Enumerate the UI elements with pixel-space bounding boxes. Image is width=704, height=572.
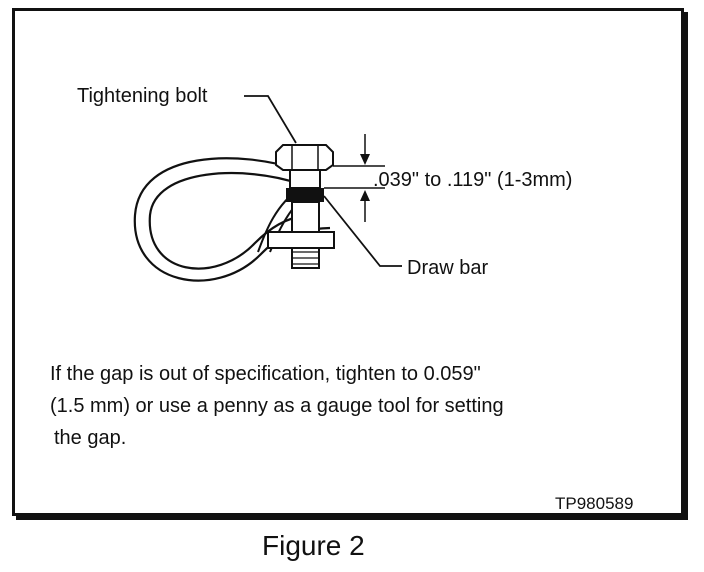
gap-spec-label: .039" to .119" (1-3mm) [373,169,573,191]
spec-note: If the gap is out of specification, tigh… [50,358,650,454]
figure-frame [12,8,684,516]
draw-bar-label: Draw bar [407,257,489,279]
draw-bar-block [286,188,324,202]
note-line-1: If the gap is out of specification, tigh… [50,363,481,385]
frame-shadow-right [684,12,688,518]
bolt-head [275,144,334,171]
bolt-leader [244,95,297,144]
figure-code: TP980589 [555,494,634,513]
tightening-bolt-label: Tightening bolt [77,85,208,107]
draw-bar-leader [323,195,402,267]
note-line-3: the gap. [54,427,127,449]
bolt-neck [289,169,321,189]
figure-caption: Figure 2 [262,530,365,561]
draw-bar-plate [267,231,335,249]
dim-top-arrowhead [360,154,370,165]
dim-bottom-arrowhead [360,190,370,201]
note-line-2: (1.5 mm) or use a penny as a gauge tool … [50,395,504,417]
frame-shadow-bottom [16,516,688,520]
wire-loop-inner [148,171,311,270]
